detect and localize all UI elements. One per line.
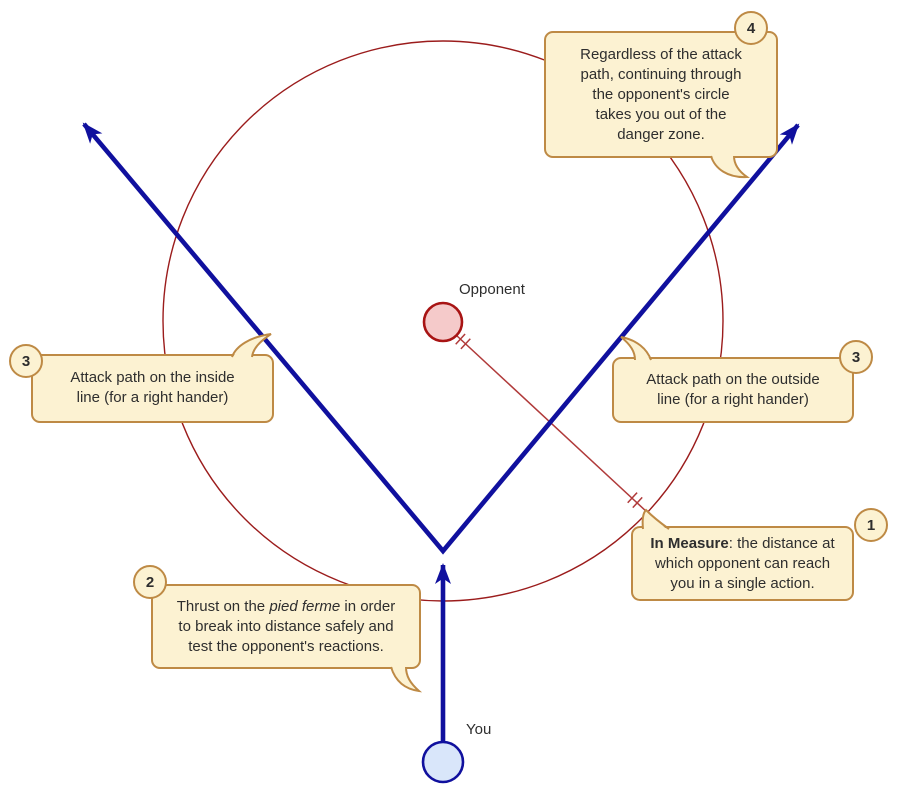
callout-3-right-badge: 3 bbox=[839, 340, 873, 374]
callout-2-badge: 2 bbox=[133, 565, 167, 599]
callout-1-text-bold: In Measure bbox=[650, 534, 729, 552]
callout-4-bubble bbox=[544, 31, 778, 158]
callout-3-left-bubble bbox=[31, 354, 274, 423]
attack-path-arrows bbox=[82, 122, 800, 555]
measure-line bbox=[455, 333, 649, 514]
callout-3-right-bubble bbox=[612, 357, 854, 423]
callout-2-text-post: in order to break into distance safely a… bbox=[178, 597, 396, 655]
callout-1-tail bbox=[642, 510, 669, 532]
callout-3-right-text: Attack path on the outside line (for a r… bbox=[646, 371, 820, 408]
callout-3-left-text: Attack path on the inside line (for a ri… bbox=[70, 369, 235, 406]
opponent-node-circle bbox=[422, 301, 464, 343]
callout-4-tail bbox=[711, 152, 747, 178]
measure-tick bbox=[455, 333, 466, 345]
callout-1-text-rest: : the distance at which opponent can rea… bbox=[654, 534, 835, 592]
callout-2-text-italic: pied ferme bbox=[269, 597, 341, 615]
measure-tick bbox=[627, 492, 638, 504]
callout-4-text: Regardless of the attack path, continuin… bbox=[580, 45, 742, 143]
callout-bubbles bbox=[31, 31, 854, 693]
measure-tick bbox=[460, 338, 471, 350]
you-label: You bbox=[466, 721, 492, 738]
callout-2-bubble bbox=[151, 584, 421, 669]
callout-4-badge: 4 bbox=[734, 11, 768, 45]
callout-1-badge: 1 bbox=[854, 508, 888, 542]
measure-tick bbox=[632, 496, 643, 509]
callout-1-bubble bbox=[631, 526, 854, 601]
callout-2-text-pre: Thrust on the bbox=[176, 597, 270, 615]
you-node-circle bbox=[421, 740, 465, 784]
callout-1-text: In Measure: the distance at which oppone… bbox=[636, 530, 849, 597]
opponent-label: Opponent bbox=[459, 281, 525, 298]
callout-2-text: Thrust on the pied ferme in order to bre… bbox=[156, 588, 416, 665]
callout-3-left-badge: 3 bbox=[9, 344, 43, 378]
